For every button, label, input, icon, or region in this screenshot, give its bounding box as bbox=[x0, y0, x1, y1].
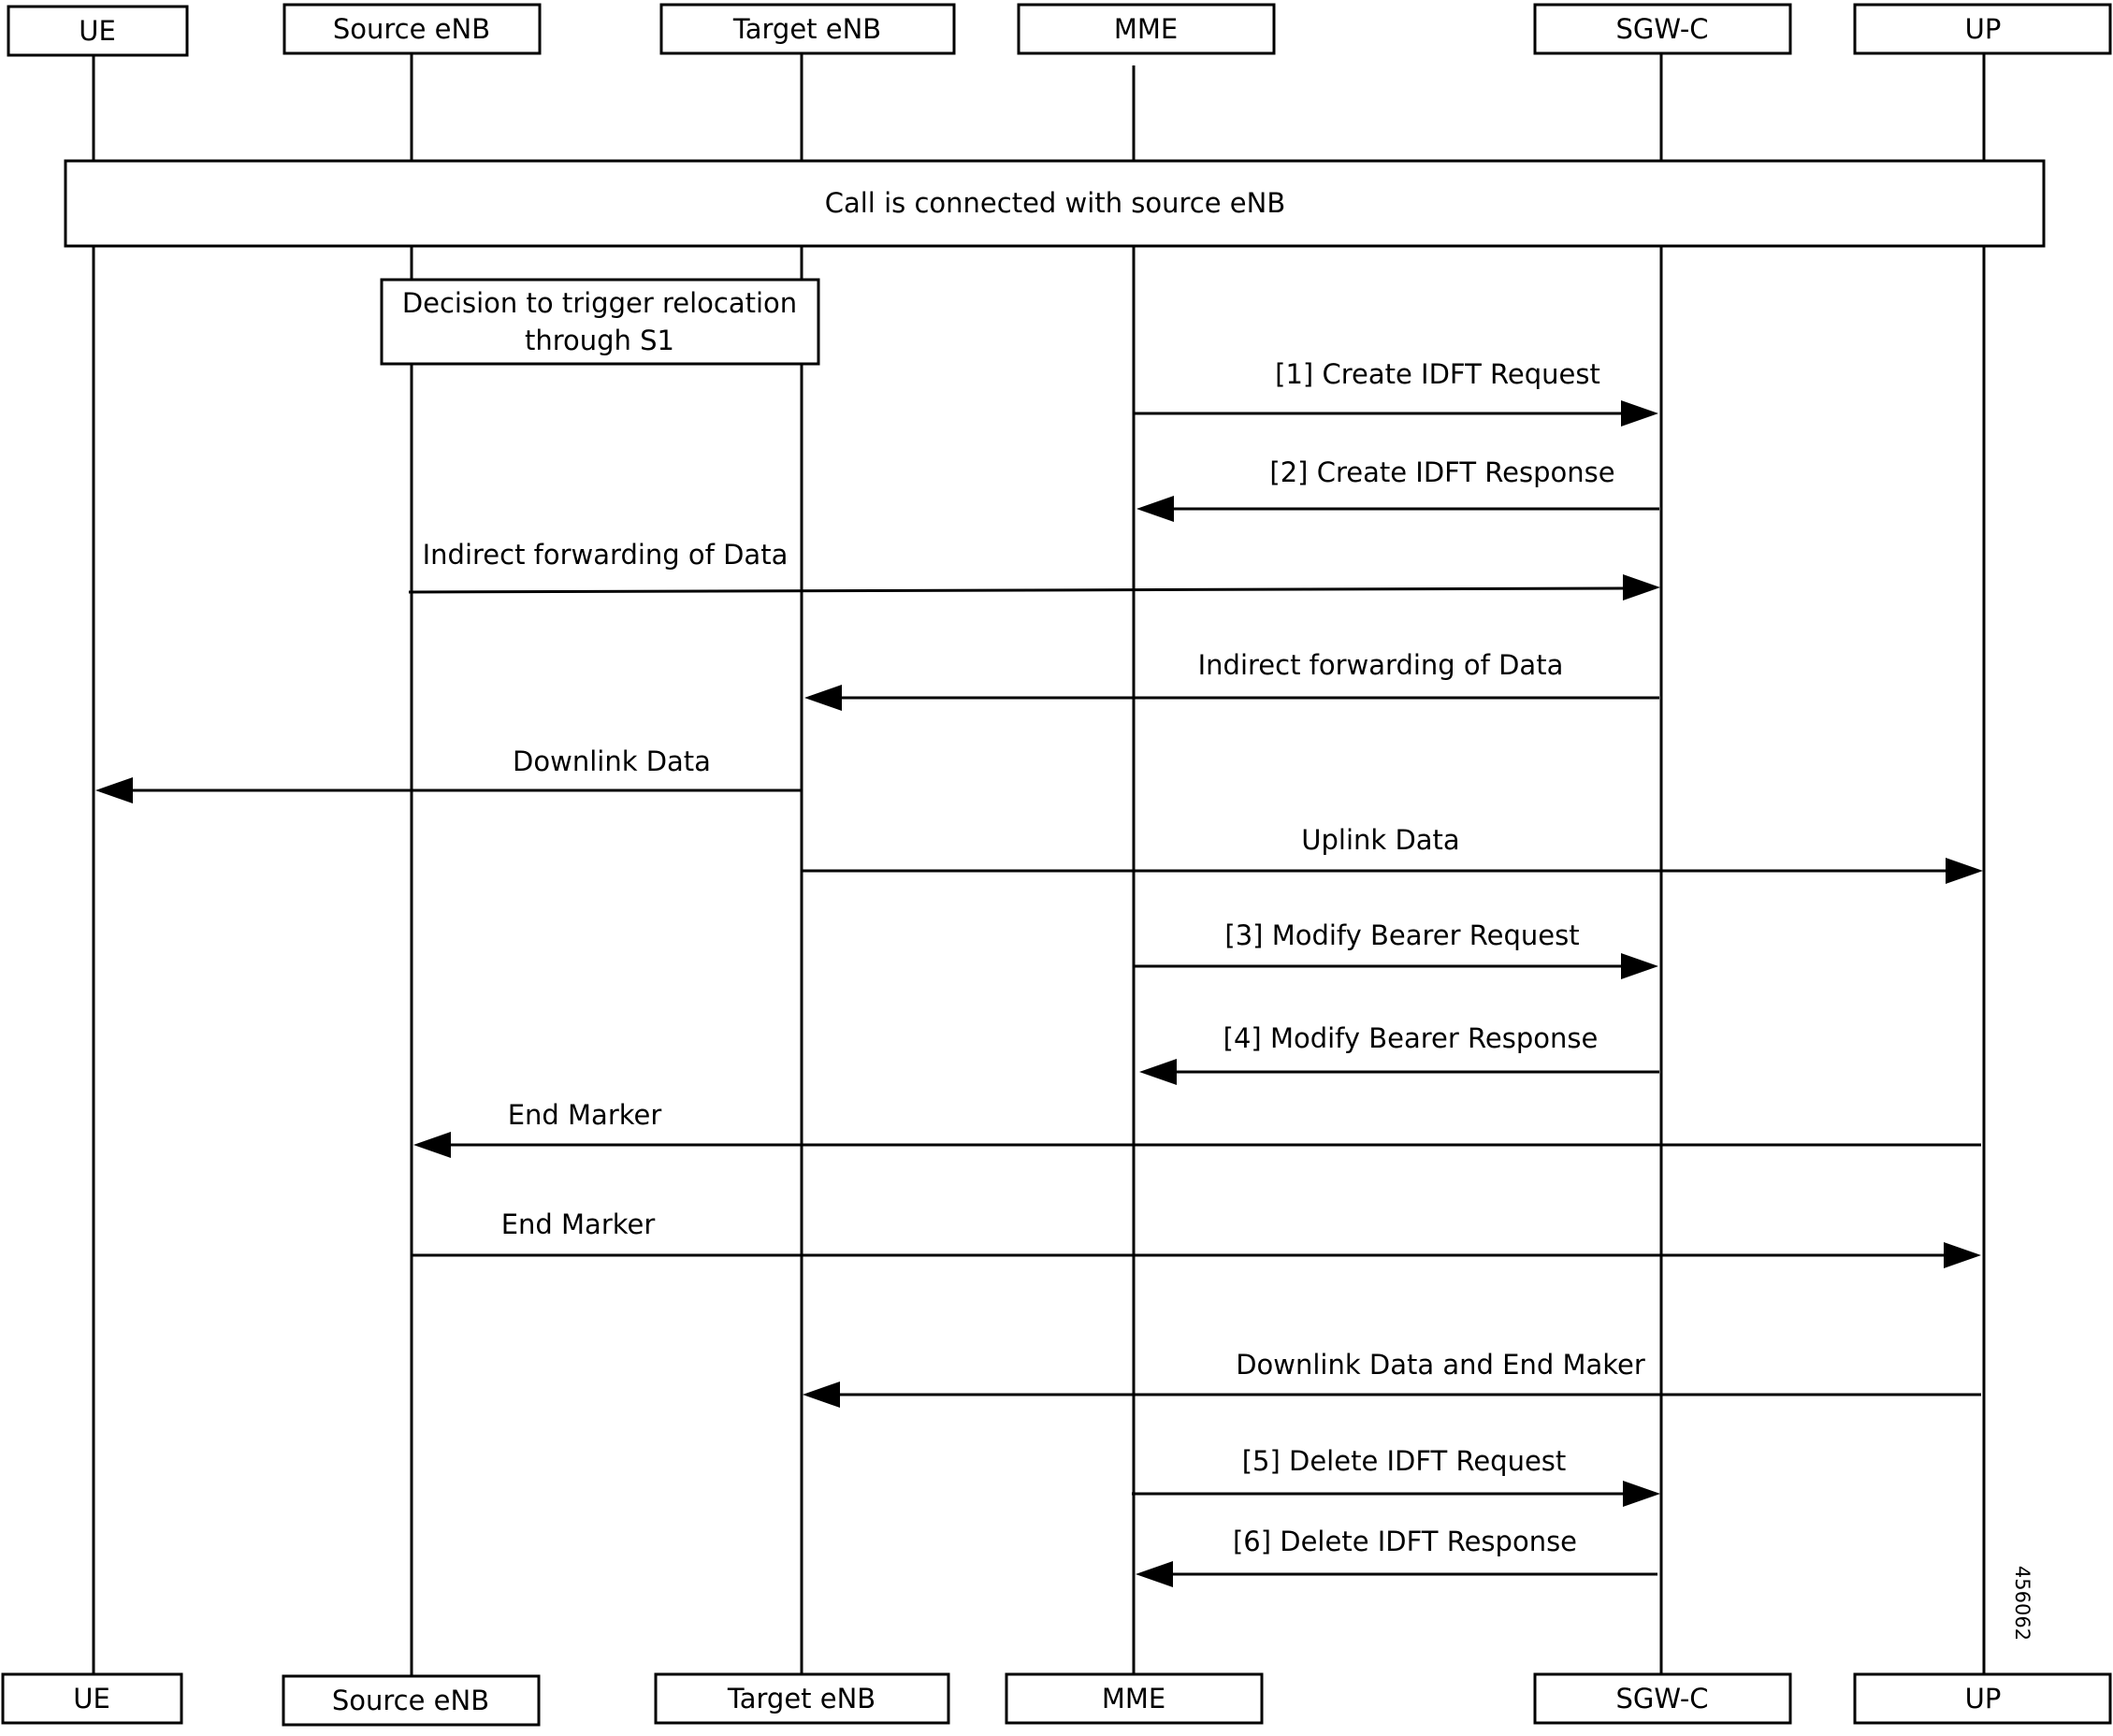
message-end-marker-to-up: End Marker bbox=[412, 1208, 1981, 1268]
relocation-decision-note: Decision to trigger relocation through S… bbox=[380, 278, 820, 366]
message-delete-idft-response: [6] Delete IDFT Response bbox=[1136, 1526, 1657, 1587]
participant-label: UP bbox=[1965, 13, 2002, 45]
participant-label: UE bbox=[79, 15, 116, 47]
participant-label: UP bbox=[1965, 1683, 2002, 1714]
participant-label: SGW-C bbox=[1615, 13, 1708, 45]
participant-label: Target eNB bbox=[732, 13, 881, 45]
message-downlink-data-and-end-maker: Downlink Data and End Maker bbox=[803, 1349, 1981, 1408]
message-uplink-data: Uplink Data bbox=[802, 824, 1983, 884]
participant-bottom-target-enb: Target eNB bbox=[654, 1672, 950, 1725]
message-label: [4] Modify Bearer Response bbox=[1223, 1022, 1599, 1054]
message-label: Downlink Data bbox=[513, 745, 711, 777]
message-label: [1] Create IDFT Request bbox=[1275, 358, 1600, 390]
participant-top-mme: MME bbox=[1017, 3, 1276, 55]
message-label: End Marker bbox=[508, 1099, 662, 1131]
call-connected-banner: Call is connected with source eNB bbox=[64, 159, 2046, 248]
note-line-1: Decision to trigger relocation bbox=[402, 287, 797, 319]
participant-label: Target eNB bbox=[727, 1683, 876, 1714]
participant-label: Source eNB bbox=[333, 13, 490, 45]
message-end-marker-to-source-enb: End Marker bbox=[413, 1099, 1981, 1158]
participant-top-sgw-c: SGW-C bbox=[1533, 3, 1792, 55]
note-line-2: through S1 bbox=[525, 325, 674, 356]
message-indirect-forwarding-to-target-enb: Indirect forwarding of Data bbox=[804, 649, 1659, 711]
message-label: Indirect forwarding of Data bbox=[1198, 649, 1564, 681]
message-label: End Marker bbox=[501, 1208, 656, 1240]
message-downlink-data: Downlink Data bbox=[95, 745, 802, 803]
participant-top-source-enb: Source eNB bbox=[282, 3, 542, 55]
participant-label: UE bbox=[73, 1683, 110, 1714]
participant-bottom-up: UP bbox=[1853, 1672, 2112, 1725]
message-indirect-forwarding-to-sgw-c: Indirect forwarding of Data bbox=[408, 539, 1660, 600]
figure-id: 456062 bbox=[2011, 1566, 2033, 1641]
participant-label: Source eNB bbox=[332, 1685, 489, 1716]
participant-bottom-mme: MME bbox=[1005, 1672, 1264, 1725]
participant-label: SGW-C bbox=[1615, 1683, 1708, 1714]
message-label: Downlink Data and End Maker bbox=[1236, 1349, 1645, 1381]
message-create-idft-response: [2] Create IDFT Response bbox=[1136, 456, 1659, 522]
participant-label: MME bbox=[1102, 1683, 1165, 1714]
participant-bottom-ue: UE bbox=[1, 1672, 183, 1725]
participant-bottom-sgw-c: SGW-C bbox=[1533, 1672, 1792, 1725]
message-label: [2] Create IDFT Response bbox=[1269, 456, 1614, 488]
message-label: [3] Modify Bearer Request bbox=[1224, 919, 1579, 951]
message-label: Uplink Data bbox=[1301, 824, 1459, 856]
participant-top-target-enb: Target eNB bbox=[659, 3, 956, 55]
participant-label: MME bbox=[1114, 13, 1178, 45]
message-delete-idft-request: [5] Delete IDFT Request bbox=[1132, 1445, 1660, 1507]
message-modify-bearer-response: [4] Modify Bearer Response bbox=[1139, 1022, 1659, 1085]
message-modify-bearer-request: [3] Modify Bearer Request bbox=[1134, 919, 1658, 979]
participant-top-ue: UE bbox=[7, 5, 189, 57]
message-label: Indirect forwarding of Data bbox=[423, 539, 789, 571]
banner-text: Call is connected with source eNB bbox=[825, 187, 1286, 219]
message-label: [6] Delete IDFT Response bbox=[1233, 1526, 1577, 1557]
message-label: [5] Delete IDFT Request bbox=[1242, 1445, 1567, 1477]
message-create-idft-request: [1] Create IDFT Request bbox=[1134, 358, 1658, 427]
participant-top-up: UP bbox=[1853, 3, 2112, 55]
participant-bottom-source-enb: Source eNB bbox=[282, 1674, 541, 1727]
